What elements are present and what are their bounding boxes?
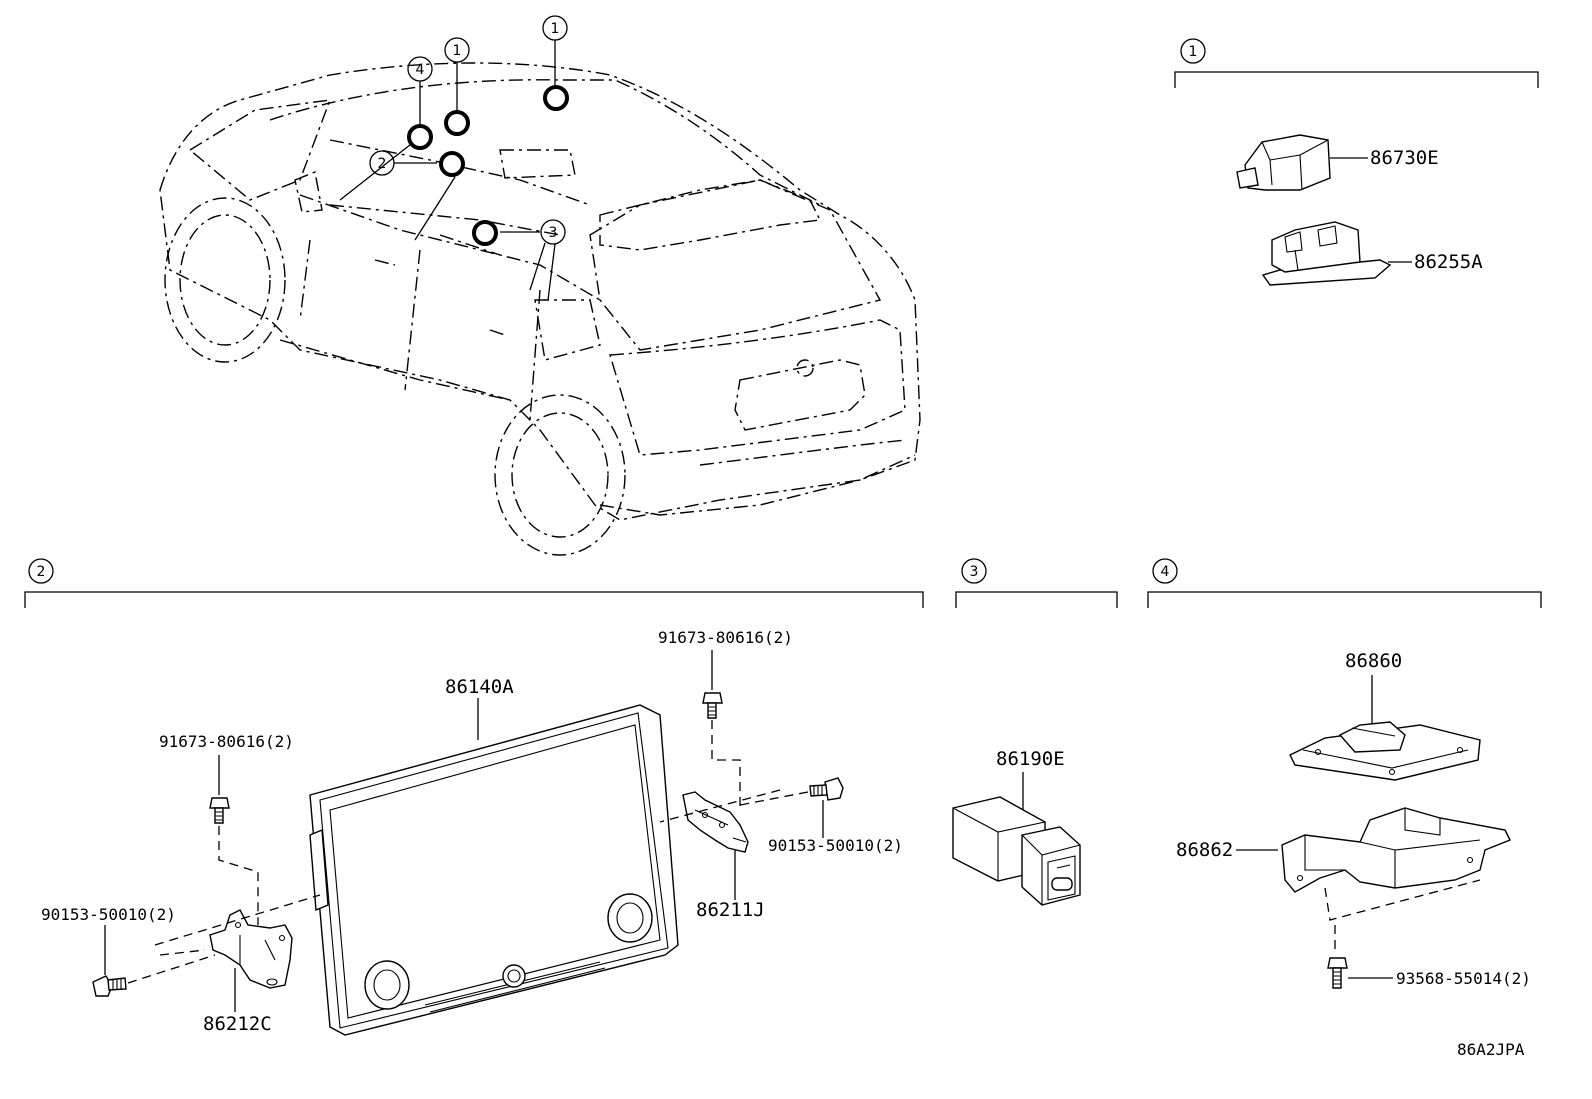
svg-text:1: 1 bbox=[453, 43, 462, 59]
section-3-bracket bbox=[955, 591, 1118, 608]
section-4-bracket bbox=[1147, 591, 1542, 608]
screw-right-drawing[interactable] bbox=[809, 777, 844, 801]
svg-text:1: 1 bbox=[551, 21, 560, 37]
svg-text:2: 2 bbox=[37, 564, 46, 580]
screw-left-drawing[interactable] bbox=[92, 975, 127, 997]
section-1-number: 1 bbox=[1180, 38, 1206, 64]
vehicle-callout-2[interactable]: 2 bbox=[369, 150, 395, 176]
screw-93568-drawing[interactable] bbox=[1327, 957, 1348, 989]
section-3: 3 86190E bbox=[952, 558, 1118, 906]
bolt-left-drawing[interactable] bbox=[209, 797, 230, 824]
section-2-bracket bbox=[24, 591, 924, 608]
svg-text:3: 3 bbox=[549, 225, 558, 241]
part-label-86212C[interactable]: 86212C bbox=[203, 1013, 272, 1035]
section-3-number: 3 bbox=[961, 558, 987, 584]
bracket-86211J-drawing[interactable] bbox=[682, 791, 749, 853]
vehicle-callout-4[interactable]: 4 bbox=[407, 56, 433, 82]
svg-text:4: 4 bbox=[1161, 564, 1170, 580]
part-86255A-drawing[interactable] bbox=[1261, 221, 1392, 286]
svg-text:1: 1 bbox=[1189, 44, 1198, 60]
part-label-90153-50010-right[interactable]: 90153-50010(2) bbox=[768, 836, 903, 855]
svg-text:4: 4 bbox=[416, 62, 425, 78]
part-label-90153-50010-left[interactable]: 90153-50010(2) bbox=[41, 905, 176, 924]
part-label-86862[interactable]: 86862 bbox=[1176, 839, 1233, 861]
section-2-number: 2 bbox=[28, 558, 54, 584]
location-spot-markers bbox=[407, 85, 569, 246]
part-label-93568-55014[interactable]: 93568-55014(2) bbox=[1396, 969, 1531, 988]
part-label-86190E[interactable]: 86190E bbox=[996, 748, 1065, 770]
part-label-91673-80616-top[interactable]: 91673-80616(2) bbox=[658, 628, 793, 647]
section-4: 4 86860 86862 bbox=[1147, 558, 1542, 989]
bolt-top-drawing[interactable] bbox=[702, 692, 723, 719]
vehicle-callout-1b[interactable]: 1 bbox=[542, 15, 568, 41]
section-2: 2 86140A 91673-80616(2) bbox=[24, 558, 924, 1036]
diagram-code: 86A2JPA bbox=[1457, 1040, 1525, 1059]
spot-leader-lines bbox=[339, 40, 556, 301]
unit-86860-drawing[interactable] bbox=[1289, 721, 1481, 781]
vehicle-illustration bbox=[159, 62, 921, 556]
svg-text:3: 3 bbox=[970, 564, 979, 580]
part-86730E-drawing[interactable] bbox=[1236, 134, 1331, 191]
bracket-86862-drawing[interactable] bbox=[1281, 807, 1511, 893]
display-86140A-drawing[interactable] bbox=[309, 704, 679, 1036]
bracket-86212C-drawing[interactable] bbox=[209, 909, 293, 989]
vehicle-callout-3[interactable]: 3 bbox=[540, 219, 566, 245]
part-label-86255A[interactable]: 86255A bbox=[1414, 251, 1483, 273]
part-label-86140A[interactable]: 86140A bbox=[445, 676, 514, 698]
section-1-bracket bbox=[1174, 71, 1539, 88]
part-label-91673-80616-left[interactable]: 91673-80616(2) bbox=[159, 732, 294, 751]
part-label-86211J[interactable]: 86211J bbox=[696, 899, 765, 921]
usb-port-86190E-drawing[interactable] bbox=[952, 796, 1081, 906]
vehicle-callout-1a[interactable]: 1 bbox=[444, 37, 470, 63]
part-label-86730E[interactable]: 86730E bbox=[1370, 147, 1439, 169]
part-label-86860[interactable]: 86860 bbox=[1345, 650, 1402, 672]
svg-text:2: 2 bbox=[378, 156, 387, 172]
section-1: 1 86730E 86255A bbox=[1174, 38, 1539, 286]
section-4-number: 4 bbox=[1152, 558, 1178, 584]
